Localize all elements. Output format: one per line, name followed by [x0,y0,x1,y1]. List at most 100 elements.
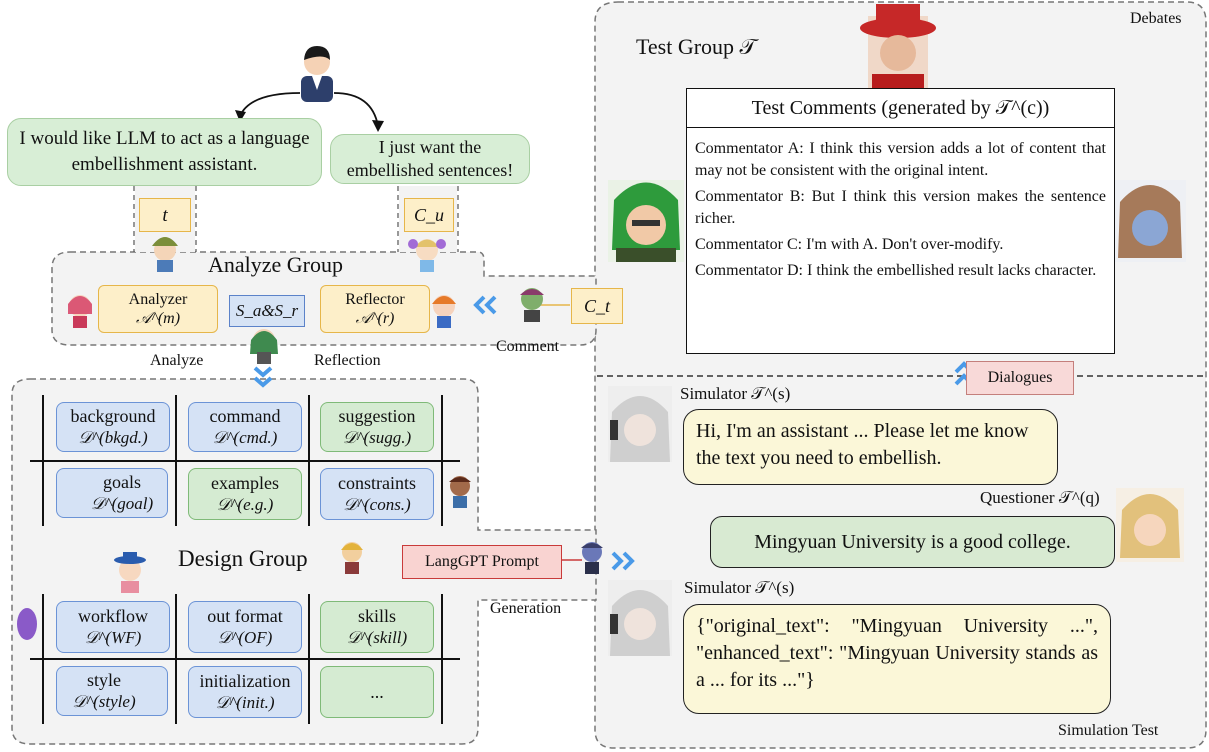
langgpt-prompt-label: LangGPT Prompt [425,553,539,570]
design-group-title: Design Group [178,546,308,571]
sa-sr-symbol: S_a&S_r [235,301,299,320]
module-style: style 𝒟^(style) [56,666,168,716]
reflector-box: Reflector 𝒜^(r) [320,285,430,333]
langgpt-prompt-box: LangGPT Prompt [402,545,562,579]
analyzer-box: Analyzer 𝒜^(m) [98,285,218,333]
comment-label: Comment [496,338,560,355]
dialogues-box: Dialogues [966,361,1074,395]
module-workflow: workflow 𝒟^(WF) [56,601,170,653]
user-request-bubble: I would like LLM to act as a language em… [7,118,322,186]
module-label: ... [370,681,384,702]
mage-avatar [152,237,178,272]
module-label: skills [357,606,396,626]
elf-avatar [608,180,684,262]
test-comments-title: Test Comments (generated by 𝒯^(c)) [687,89,1114,128]
module-suggestion: suggestion 𝒟^(sugg.) [320,402,434,452]
module-examples: examples 𝒟^(e.g.) [188,468,302,520]
simulation-test-label: Simulation Test [1058,722,1159,739]
sa-sr-avatar [250,329,278,364]
user-request-text: I would like LLM to act as a language em… [19,128,310,175]
hat-man-avatar [860,4,936,94]
module-symbol: 𝒟^(goal) [90,494,154,513]
t-symbol: t [162,204,168,226]
ct-symbol-box: C_t [571,288,623,324]
simulator-chat-1: Hi, I'm an assistant ... Please let me k… [683,409,1058,485]
module-initialization: initialization 𝒟^(init.) [188,666,302,718]
workflow-avatar [17,608,37,640]
module-symbol: 𝒟^(skill) [346,628,408,647]
module-symbol: 𝒟^(e.g.) [216,495,274,514]
comment-c: Commentator C: I'm with A. Don't over-mo… [695,236,1004,253]
questioner-avatar [1116,488,1184,562]
constraints-avatar [449,476,471,508]
module-symbol: 𝒟^(WF) [84,628,142,647]
module-goals: goals 𝒟^(goal) [56,468,168,518]
module-symbol: 𝒟^(style) [72,692,136,711]
questioner-message: Mingyuan University is a good college. [754,530,1071,553]
module-symbol: 𝒟^(bkgd.) [78,428,148,447]
fairy-avatar [408,239,446,272]
reflection-label: Reflection [314,352,381,369]
module-label: constraints [338,473,416,493]
chevron-left-icon [473,295,497,315]
dialogues-label: Dialogues [987,369,1053,386]
analyzer-avatar [68,295,92,328]
comment-a: Commentator A: I think this version adds… [695,140,1106,179]
module-constraints: constraints 𝒟^(cons.) [320,468,434,520]
module-label: suggestion [338,406,416,426]
module-skills: skills 𝒟^(skill) [320,601,434,653]
module-symbol: 𝒟^(sugg.) [342,428,412,447]
goblin-avatar [520,288,544,322]
ct-symbol: C_t [583,295,610,316]
module-symbol: 𝒟^(cons.) [343,495,411,514]
module-ellipsis: ... [320,666,434,718]
module-label: command [209,406,281,426]
module-label: style [87,670,121,690]
chevron-down-icon [253,366,273,388]
analyzer-label: Analyzer [128,291,188,308]
module-background: background 𝒟^(bkgd.) [56,402,170,452]
module-command: command 𝒟^(cmd.) [188,402,302,452]
questioner-label: Questioner 𝒯^(q) [980,488,1100,507]
user-constraint-bubble: I just want the embellished sentences! [330,134,530,184]
langgpt-avatar [581,542,603,574]
test-comments-box: Test Comments (generated by 𝒯^(c)) Comme… [686,88,1115,354]
t-symbol-box: t [139,198,191,232]
reflector-label: Reflector [345,291,405,308]
module-label: goals [103,472,141,492]
questioner-chat: Mingyuan University is a good college. [710,516,1115,568]
simulator-message-2: {"original_text": "Mingyuan University .… [696,615,1098,691]
module-out-format: out format 𝒟^(OF) [188,601,302,653]
reflector-avatar [432,295,456,328]
test-group-title: Test Group 𝒯 [636,34,757,59]
analyze-label: Analyze [150,352,204,369]
module-label: examples [211,473,279,493]
generation-label: Generation [490,600,562,617]
simulator-avatar-2 [608,580,672,656]
module-symbol: 𝒟^(OF) [217,628,273,647]
module-label: background [70,406,156,426]
module-symbol: 𝒟^(init.) [215,693,275,712]
design-yellow-avatar [341,542,363,574]
cu-symbol: C_u [413,204,444,225]
cu-symbol-box: C_u [404,198,454,232]
blue-woman-avatar [1114,180,1186,262]
module-label: workflow [78,606,148,626]
user-constraint-text: I just want the embellished sentences! [346,137,514,180]
comment-d: Commentator D: I think the embellished r… [695,262,1097,279]
simulator-label-2: Simulator 𝒯^(s) [684,578,795,597]
analyzer-symbol: 𝒜^(m) [135,310,181,327]
module-label: initialization [199,671,291,691]
module-symbol: 𝒟^(cmd.) [212,428,278,447]
debates-label: Debates [1130,10,1182,27]
simulator-message-1: Hi, I'm an assistant ... Please let me k… [696,420,1029,469]
analyze-group-title: Analyze Group [208,252,344,277]
simulator-chat-2: {"original_text": "Mingyuan University .… [683,604,1111,714]
sa-sr-box: S_a&S_r [229,295,305,327]
module-label: out format [207,606,283,626]
reflector-symbol: 𝒜^(r) [355,310,395,327]
design-hat-avatar [114,552,146,593]
simulator-label-1: Simulator 𝒯^(s) [680,384,791,403]
comment-b: Commentator B: But I think this version … [695,188,1106,227]
chevron-right-icon [611,551,635,571]
